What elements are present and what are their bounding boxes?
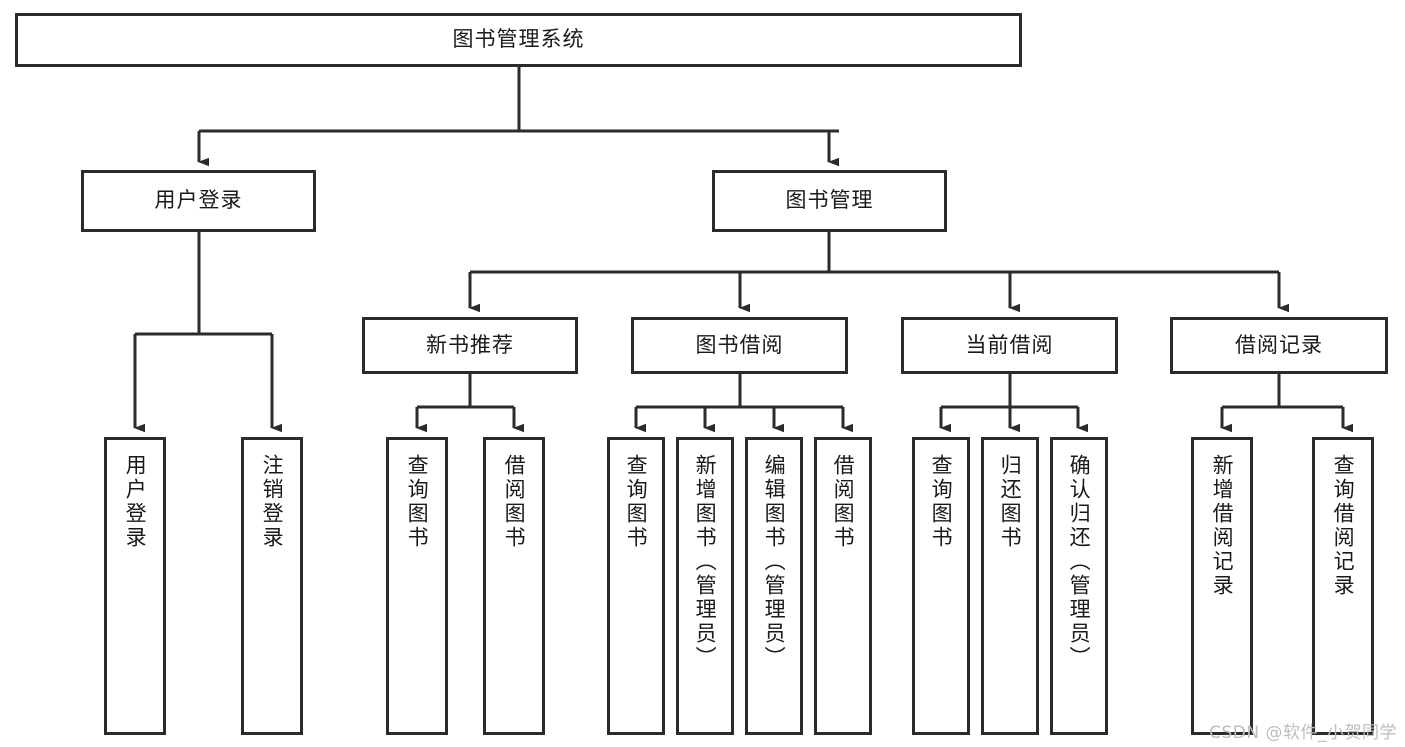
node-label: 图书借阅 bbox=[695, 332, 784, 357]
node-label: 归还图书 bbox=[998, 454, 1023, 550]
node-label: 用户登录 bbox=[123, 454, 148, 550]
node-label: 查询借阅记录 bbox=[1331, 454, 1356, 598]
node-label: 查询图书 bbox=[405, 454, 430, 550]
node-label: 当前借阅 bbox=[965, 332, 1054, 357]
node-new-book-recommend[interactable]: 新书推荐 bbox=[362, 317, 578, 374]
node-book-management[interactable]: 图书管理 bbox=[712, 170, 947, 232]
leaf-borrow-borrow-book[interactable]: 借阅图书 bbox=[814, 437, 872, 735]
leaf-recommend-query-book[interactable]: 查询图书 bbox=[386, 437, 448, 735]
node-label: 图书管理系统 bbox=[452, 27, 585, 52]
node-current-borrow[interactable]: 当前借阅 bbox=[901, 317, 1118, 374]
node-label: 编辑图书（管理员） bbox=[762, 454, 787, 670]
leaf-recommend-borrow-book[interactable]: 借阅图书 bbox=[483, 437, 545, 735]
node-label: 查询图书 bbox=[929, 454, 954, 550]
node-label: 新书推荐 bbox=[426, 332, 514, 357]
csdn-watermark: CSDN @软件_小贺同学 bbox=[1209, 723, 1397, 743]
node-label: 新增借阅记录 bbox=[1210, 454, 1235, 598]
leaf-current-query-book[interactable]: 查询图书 bbox=[912, 437, 970, 735]
node-label: 借阅图书 bbox=[831, 454, 856, 550]
node-book-borrow[interactable]: 图书借阅 bbox=[631, 317, 848, 374]
leaf-current-return-book[interactable]: 归还图书 bbox=[981, 437, 1039, 735]
node-user-login[interactable]: 用户登录 bbox=[81, 170, 316, 232]
node-label: 用户登录 bbox=[154, 188, 243, 213]
node-label: 图书管理 bbox=[785, 188, 874, 213]
node-label: 注销登录 bbox=[260, 454, 285, 550]
leaf-user-login-signin[interactable]: 用户登录 bbox=[104, 437, 166, 735]
node-root-system[interactable]: 图书管理系统 bbox=[15, 13, 1022, 67]
node-label: 新增图书（管理员） bbox=[693, 454, 718, 670]
leaf-current-confirm-return-admin[interactable]: 确认归还（管理员） bbox=[1050, 437, 1108, 735]
node-label: 确认归还（管理员） bbox=[1067, 454, 1092, 670]
node-label: 借阅图书 bbox=[502, 454, 527, 550]
leaf-borrow-add-book-admin[interactable]: 新增图书（管理员） bbox=[676, 437, 734, 735]
node-label: 借阅记录 bbox=[1235, 332, 1323, 357]
leaf-user-login-signout[interactable]: 注销登录 bbox=[241, 437, 303, 735]
leaf-record-add-record[interactable]: 新增借阅记录 bbox=[1191, 437, 1253, 735]
leaf-record-query-record[interactable]: 查询借阅记录 bbox=[1312, 437, 1374, 735]
node-borrow-record[interactable]: 借阅记录 bbox=[1170, 317, 1388, 374]
node-label: 查询图书 bbox=[624, 454, 649, 550]
leaf-borrow-query-book[interactable]: 查询图书 bbox=[607, 437, 665, 735]
leaf-borrow-edit-book-admin[interactable]: 编辑图书（管理员） bbox=[745, 437, 803, 735]
